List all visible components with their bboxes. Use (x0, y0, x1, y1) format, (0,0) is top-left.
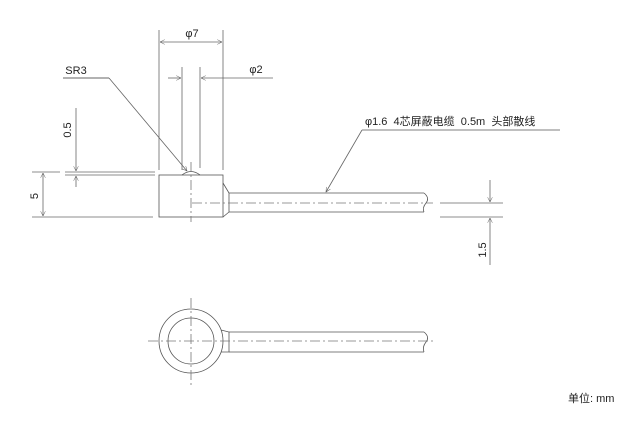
cable-spec-label: φ1.6 4芯屏蔽电缆 0.5m 头部散线 (365, 114, 535, 128)
unit-label: 单位: mm (568, 391, 614, 405)
side-view-body (158, 171, 428, 218)
label-cable-offset: 1.5 (477, 242, 489, 257)
label-sr3: SR3 (65, 65, 86, 77)
dimension-cable-offset (440, 180, 503, 265)
dimension-dome-height (65, 108, 155, 187)
centerlines-side (190, 162, 433, 222)
dimension-body-height (32, 171, 153, 218)
centerlines-top (148, 298, 433, 385)
dimension-phi2 (168, 67, 273, 170)
label-phi2: φ2 (249, 64, 262, 76)
dimension-phi7 (158, 30, 224, 170)
label-body-height: 5 (29, 193, 41, 199)
label-phi7: φ7 (185, 28, 198, 40)
leader-cable (325, 129, 560, 192)
leader-sr3 (63, 77, 187, 171)
label-dome-height: 0.5 (62, 122, 74, 137)
